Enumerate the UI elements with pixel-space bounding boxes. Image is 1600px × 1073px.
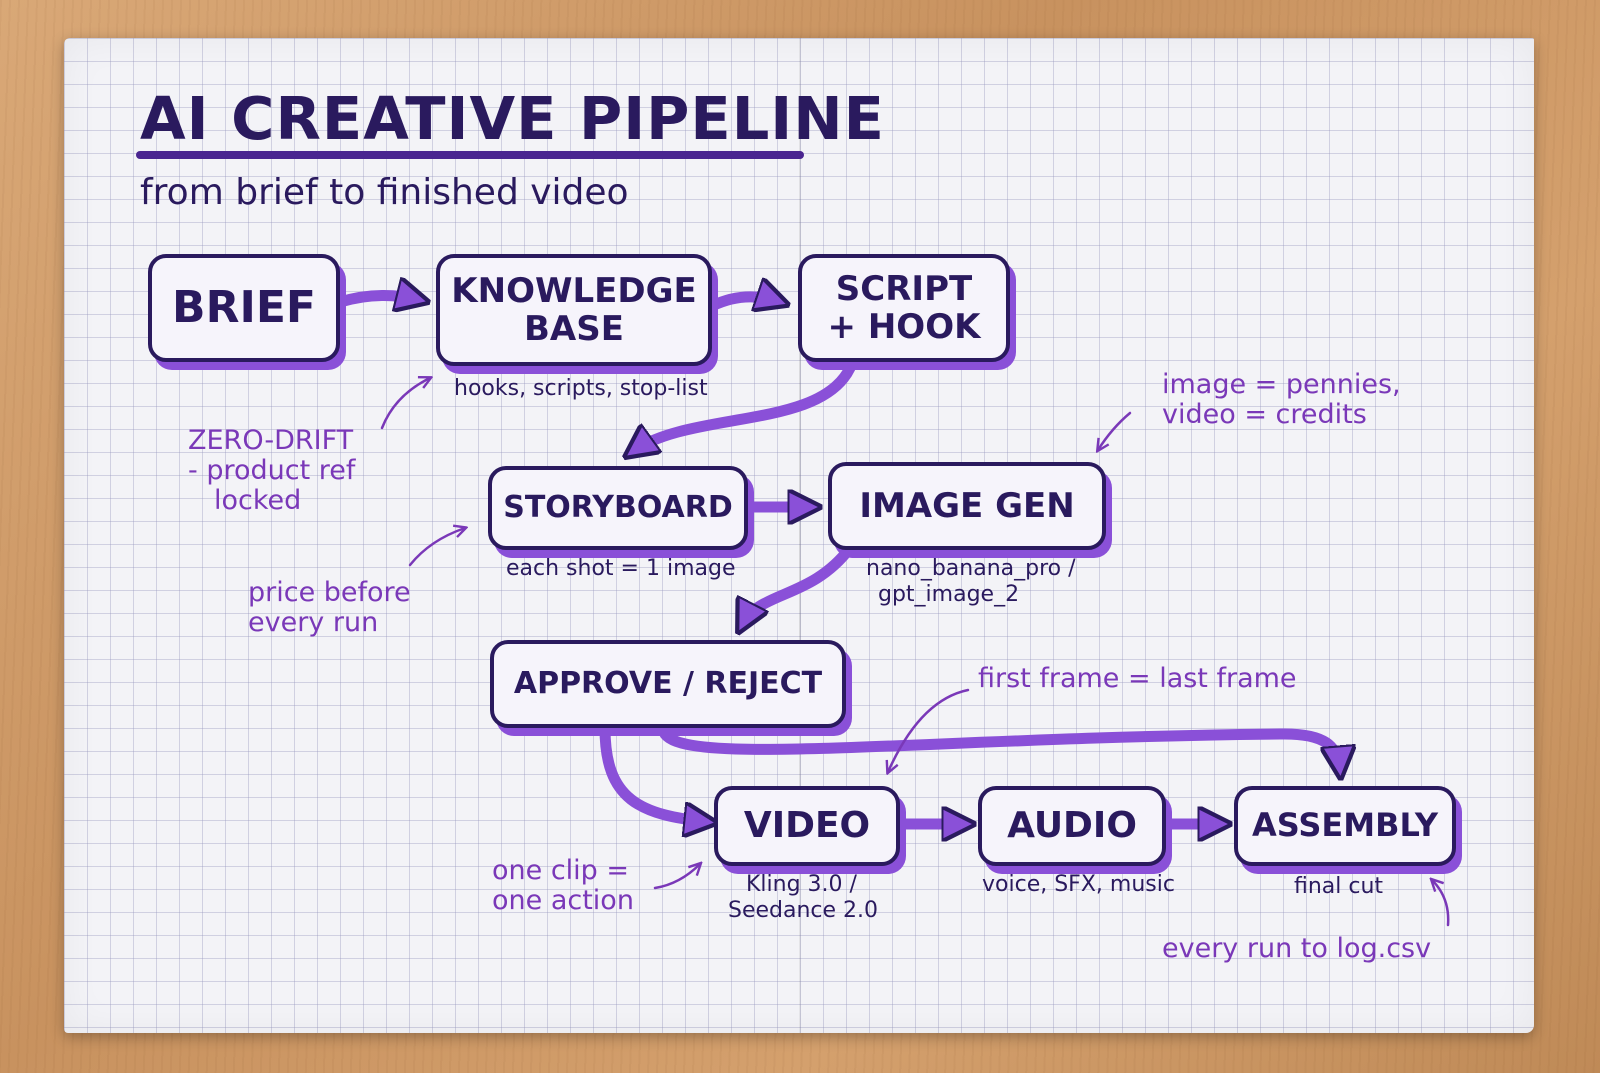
node-approve-reject: APPROVE / REJECT [490,640,846,728]
image-gen-note-2: gpt_image_2 [878,582,1020,607]
node-knowledge-base: KNOWLEDGE BASE [436,254,712,366]
node-storyboard: STORYBOARD [488,466,748,550]
node-video-label: VIDEO [743,804,871,846]
node-script-hook-label-1: SCRIPT [835,268,973,309]
knowledge-base-note: hooks, scripts, stop-list [454,376,708,401]
node-brief: BRIEF [148,254,340,362]
annotation-log: every run to log.csv [1162,933,1432,964]
video-note-2: Seedance 2.0 [728,898,879,923]
node-video: VIDEO [714,786,900,866]
node-script-hook-label-2: + HOOK [827,307,981,347]
arrow-brief-to-knowledge [334,295,420,302]
arrow-script-to-storyboard [632,362,856,452]
node-assembly-label: ASSEMBLY [1251,806,1439,845]
title-underline [136,151,804,159]
node-knowledge-base-label-1: KNOWLEDGE [451,270,697,311]
pointer-first-frame [888,688,970,772]
node-storyboard-label: STORYBOARD [503,490,733,526]
arrow-knowledge-to-script [706,297,780,306]
storyboard-note: each shot = 1 image [506,556,736,581]
node-image-gen-label: IMAGE GEN [859,485,1075,526]
annotation-pennies-line-1: image = pennies, [1162,369,1401,400]
audio-note: voice, SFX, music [982,872,1175,897]
annotation-price: price before every run [248,577,411,639]
pointer-log [1432,880,1450,927]
annotation-one-clip-line-2: one action [492,885,634,917]
grid-paper-sheet [64,38,1534,1033]
paper-fold-crease [799,38,801,1033]
assembly-note: final cut [1294,874,1384,899]
node-brief-label: BRIEF [172,282,316,334]
node-approve-reject-label: APPROVE / REJECT [513,666,823,702]
video-note-1: Kling 3.0 / [746,872,857,897]
annotation-zero-drift-line-2: - product ref [188,455,356,487]
arrow-approve-to-assembly [657,722,1340,770]
diagram-subtitle: from brief to finished video [140,172,629,213]
annotation-price-line-1: price before [248,577,411,608]
node-audio: AUDIO [978,786,1166,866]
annotation-zero-drift: ZERO-DRIFT - product ref locked [188,425,356,517]
node-assembly: ASSEMBLY [1234,786,1456,866]
node-audio-label: AUDIO [1007,804,1137,846]
pointer-pennies [1098,411,1132,450]
annotation-one-clip: one clip = one action [492,855,634,917]
annotation-first-frame: first frame = last frame [978,663,1297,694]
annotation-zero-drift-line-3: locked [214,485,302,517]
annotation-price-line-2: every run [248,607,379,639]
pointer-one-clip [653,864,700,890]
node-knowledge-base-label-2: BASE [524,309,624,349]
pointer-price [408,528,465,567]
arrow-approve-to-video [599,722,708,822]
annotation-pennies: image = pennies, video = credits [1162,369,1401,431]
image-gen-note-1: nano_banana_pro / [866,556,1076,581]
node-script-hook: SCRIPT + HOOK [798,254,1010,362]
annotation-zero-drift-line-1: ZERO-DRIFT [188,425,354,456]
pointer-zero-drift [380,378,430,430]
annotation-one-clip-line-1: one clip = [492,855,630,886]
arrow-imagegen-to-approve [742,542,856,625]
node-image-gen: IMAGE GEN [828,462,1106,550]
diagram-title: AI CREATIVE PIPELINE [140,84,885,153]
annotation-pennies-line-2: video = credits [1162,399,1367,431]
